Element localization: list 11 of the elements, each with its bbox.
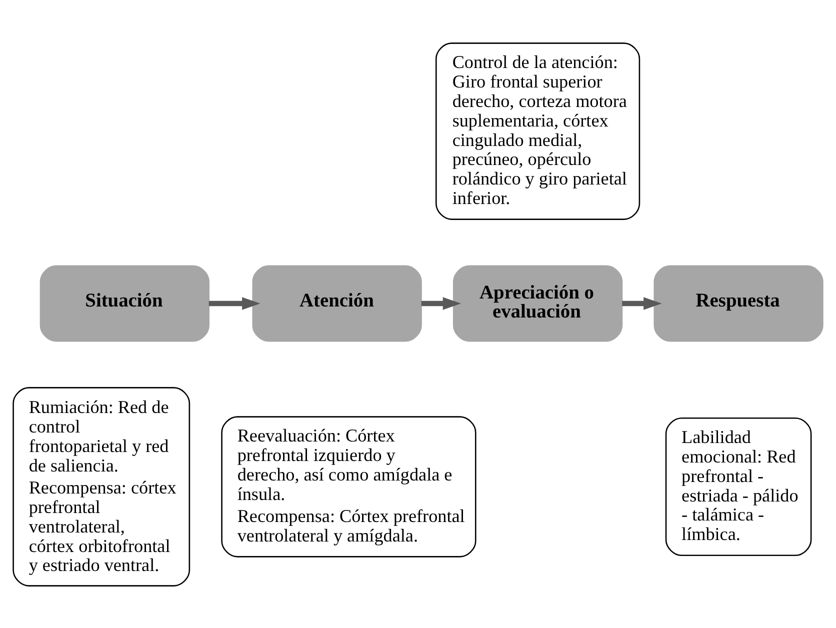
node-box: Apreciación o evaluación [452, 264, 623, 342]
node-box: Respuesta [654, 264, 824, 342]
arrow [421, 296, 462, 310]
node-box: Control de la atención: Giro frontal superior derecho, corteza motora suplementaria, córtex cingulado medial, precúneo, opérculo rolándico y giro parietal inferior. [435, 42, 640, 220]
arrow [622, 296, 662, 310]
node-box: Situación [40, 264, 210, 342]
node-box: Reevaluación: Córtex prefrontal izquierdo y derecho, así como amígdala e ínsula. Recompensa: Córtex prefrontal ventrolateral y amígdala. [221, 416, 476, 557]
node-box: Labilidad emocional: Red prefrontal - estriada - pálido - talámica - límbica. [665, 416, 812, 556]
node-box: Atención [252, 264, 422, 342]
node-box: Rumiación: Red de control frontoparietal y red de saliencia. Recompensa: córtex prefrontal ventrolateral, córtex orbitofrontal y estriado ventral. [12, 386, 190, 586]
arrow [208, 296, 260, 310]
